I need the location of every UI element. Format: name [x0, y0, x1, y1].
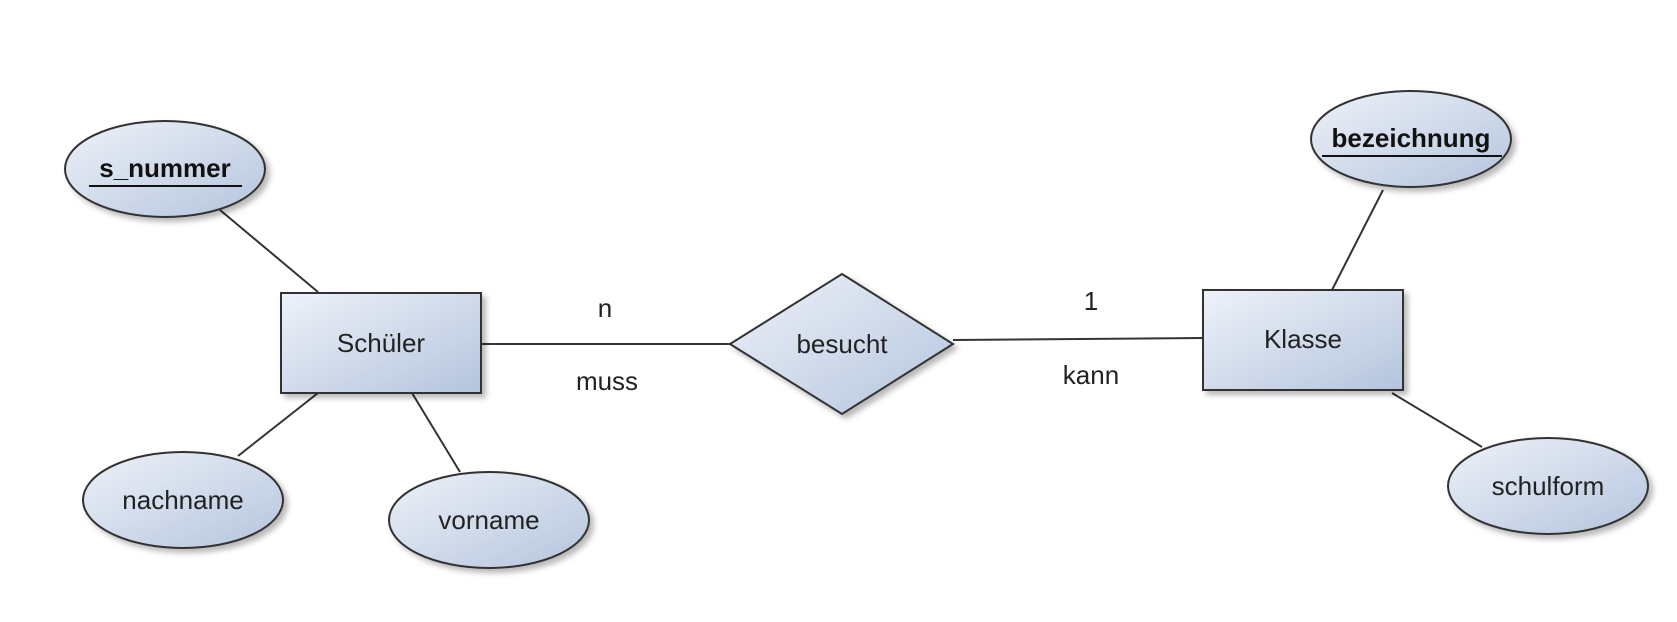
entity-klasse-label: Klasse [1264, 324, 1342, 354]
link-schueler-nachname [237, 392, 319, 457]
attribute-vorname[interactable]: vorname [388, 471, 590, 569]
attribute-schulform-label: schulform [1492, 471, 1605, 501]
link-klasse-schulform [1391, 392, 1483, 448]
link-besucht-klasse [952, 337, 1204, 341]
link-schueler-vorname [411, 392, 461, 473]
entity-klasse[interactable]: Klasse [1202, 289, 1404, 391]
cardinality-klasse-multiplicity: 1 [1084, 286, 1098, 316]
cardinality-schueler-multiplicity: n [598, 293, 612, 323]
attribute-nachname-label: nachname [122, 485, 243, 515]
attribute-vorname-label: vorname [438, 505, 539, 535]
relationship-besucht-label: besucht [796, 329, 888, 359]
attribute-s-nummer[interactable]: s_nummer [64, 120, 266, 218]
entity-schueler[interactable]: Schüler [280, 292, 482, 394]
link-schueler-s-nummer [219, 209, 319, 293]
entity-schueler-label: Schüler [337, 328, 425, 358]
cardinality-schueler-participation: muss [576, 366, 638, 396]
link-klasse-bezeichnung [1331, 189, 1384, 291]
attribute-bezeichnung[interactable]: bezeichnung [1310, 90, 1512, 188]
attribute-schulform[interactable]: schulform [1447, 437, 1649, 535]
cardinality-klasse-participation: kann [1063, 360, 1119, 390]
attribute-bezeichnung-label: bezeichnung [1332, 123, 1491, 153]
attribute-nachname[interactable]: nachname [82, 451, 284, 549]
relationship-besucht[interactable]: besucht [728, 272, 955, 416]
attribute-s-nummer-label: s_nummer [99, 153, 231, 183]
